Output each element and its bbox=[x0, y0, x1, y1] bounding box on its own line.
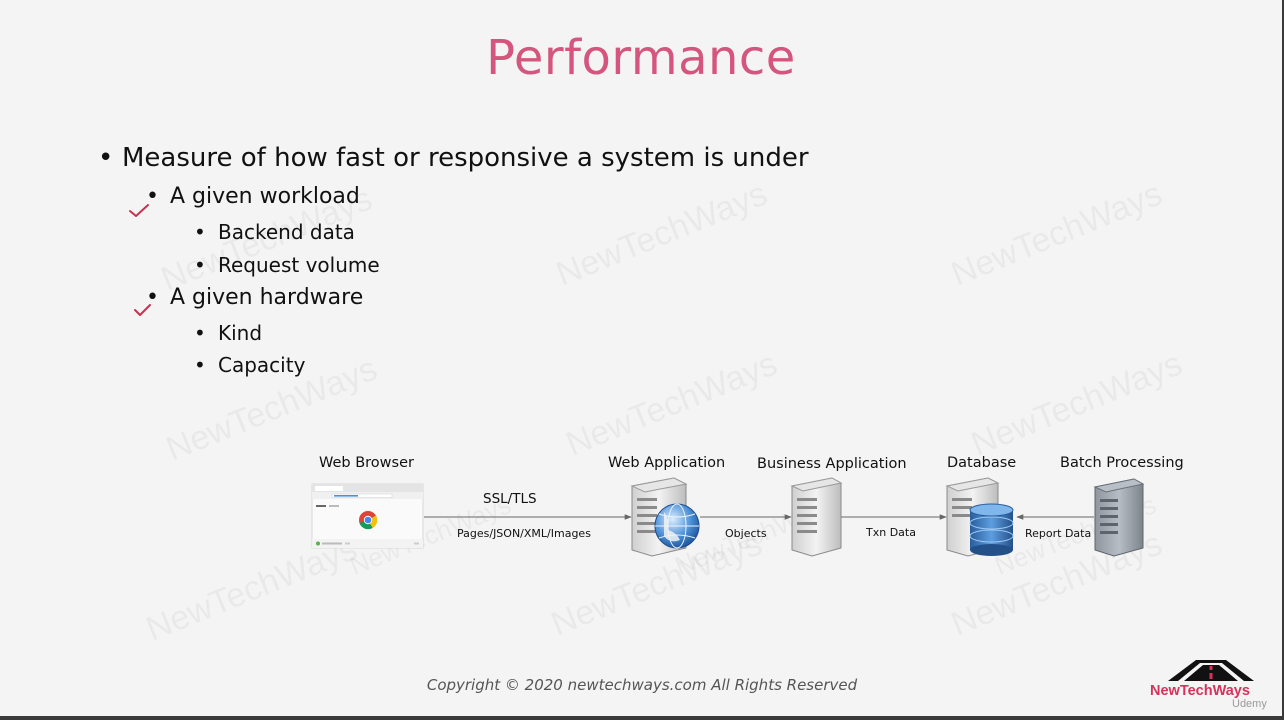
batch-server-icon bbox=[1093, 478, 1145, 557]
edge-label-report-data: Report Data bbox=[1025, 527, 1092, 540]
brand-logo-text: NewTechWays bbox=[1150, 683, 1250, 699]
check-icon bbox=[134, 304, 151, 316]
bullet-backend-data: •Backend data bbox=[194, 220, 355, 244]
node-label-business-application: Business Application bbox=[757, 456, 907, 472]
edge-label-objects: Objects bbox=[725, 527, 767, 540]
bullet-hardware: •A given hardware bbox=[146, 285, 364, 310]
edge-label-pages: Pages/JSON/XML/Images bbox=[457, 527, 591, 540]
edge-label-ssl: SSL/TLS bbox=[483, 491, 537, 507]
bullet-main: •Measure of how fast or responsive a sys… bbox=[98, 143, 809, 173]
node-label-batch-processing: Batch Processing bbox=[1060, 455, 1184, 471]
bullet-kind: •Kind bbox=[194, 321, 263, 345]
node-label-web-browser: Web Browser bbox=[319, 455, 414, 471]
database-icon bbox=[945, 477, 1014, 557]
bullet-capacity: •Capacity bbox=[194, 353, 306, 377]
check-icon bbox=[129, 204, 149, 217]
edge-label-txn-data: Txn Data bbox=[866, 526, 916, 539]
copyright-text: Copyright © 2020 newtechways.com All Rig… bbox=[426, 676, 858, 694]
business-server-icon bbox=[790, 477, 843, 557]
bullet-workload: •A given workload bbox=[146, 184, 360, 209]
browser-thumbnail-icon bbox=[311, 483, 424, 549]
node-label-web-application: Web Application bbox=[608, 455, 726, 471]
udemy-watermark: Udemy bbox=[1232, 698, 1267, 710]
slide-title: Performance bbox=[486, 30, 796, 86]
node-label-database: Database bbox=[947, 455, 1017, 471]
web-server-icon bbox=[630, 477, 700, 557]
road-logo-icon bbox=[1168, 660, 1254, 681]
bullet-request-volume: •Request volume bbox=[194, 253, 380, 277]
